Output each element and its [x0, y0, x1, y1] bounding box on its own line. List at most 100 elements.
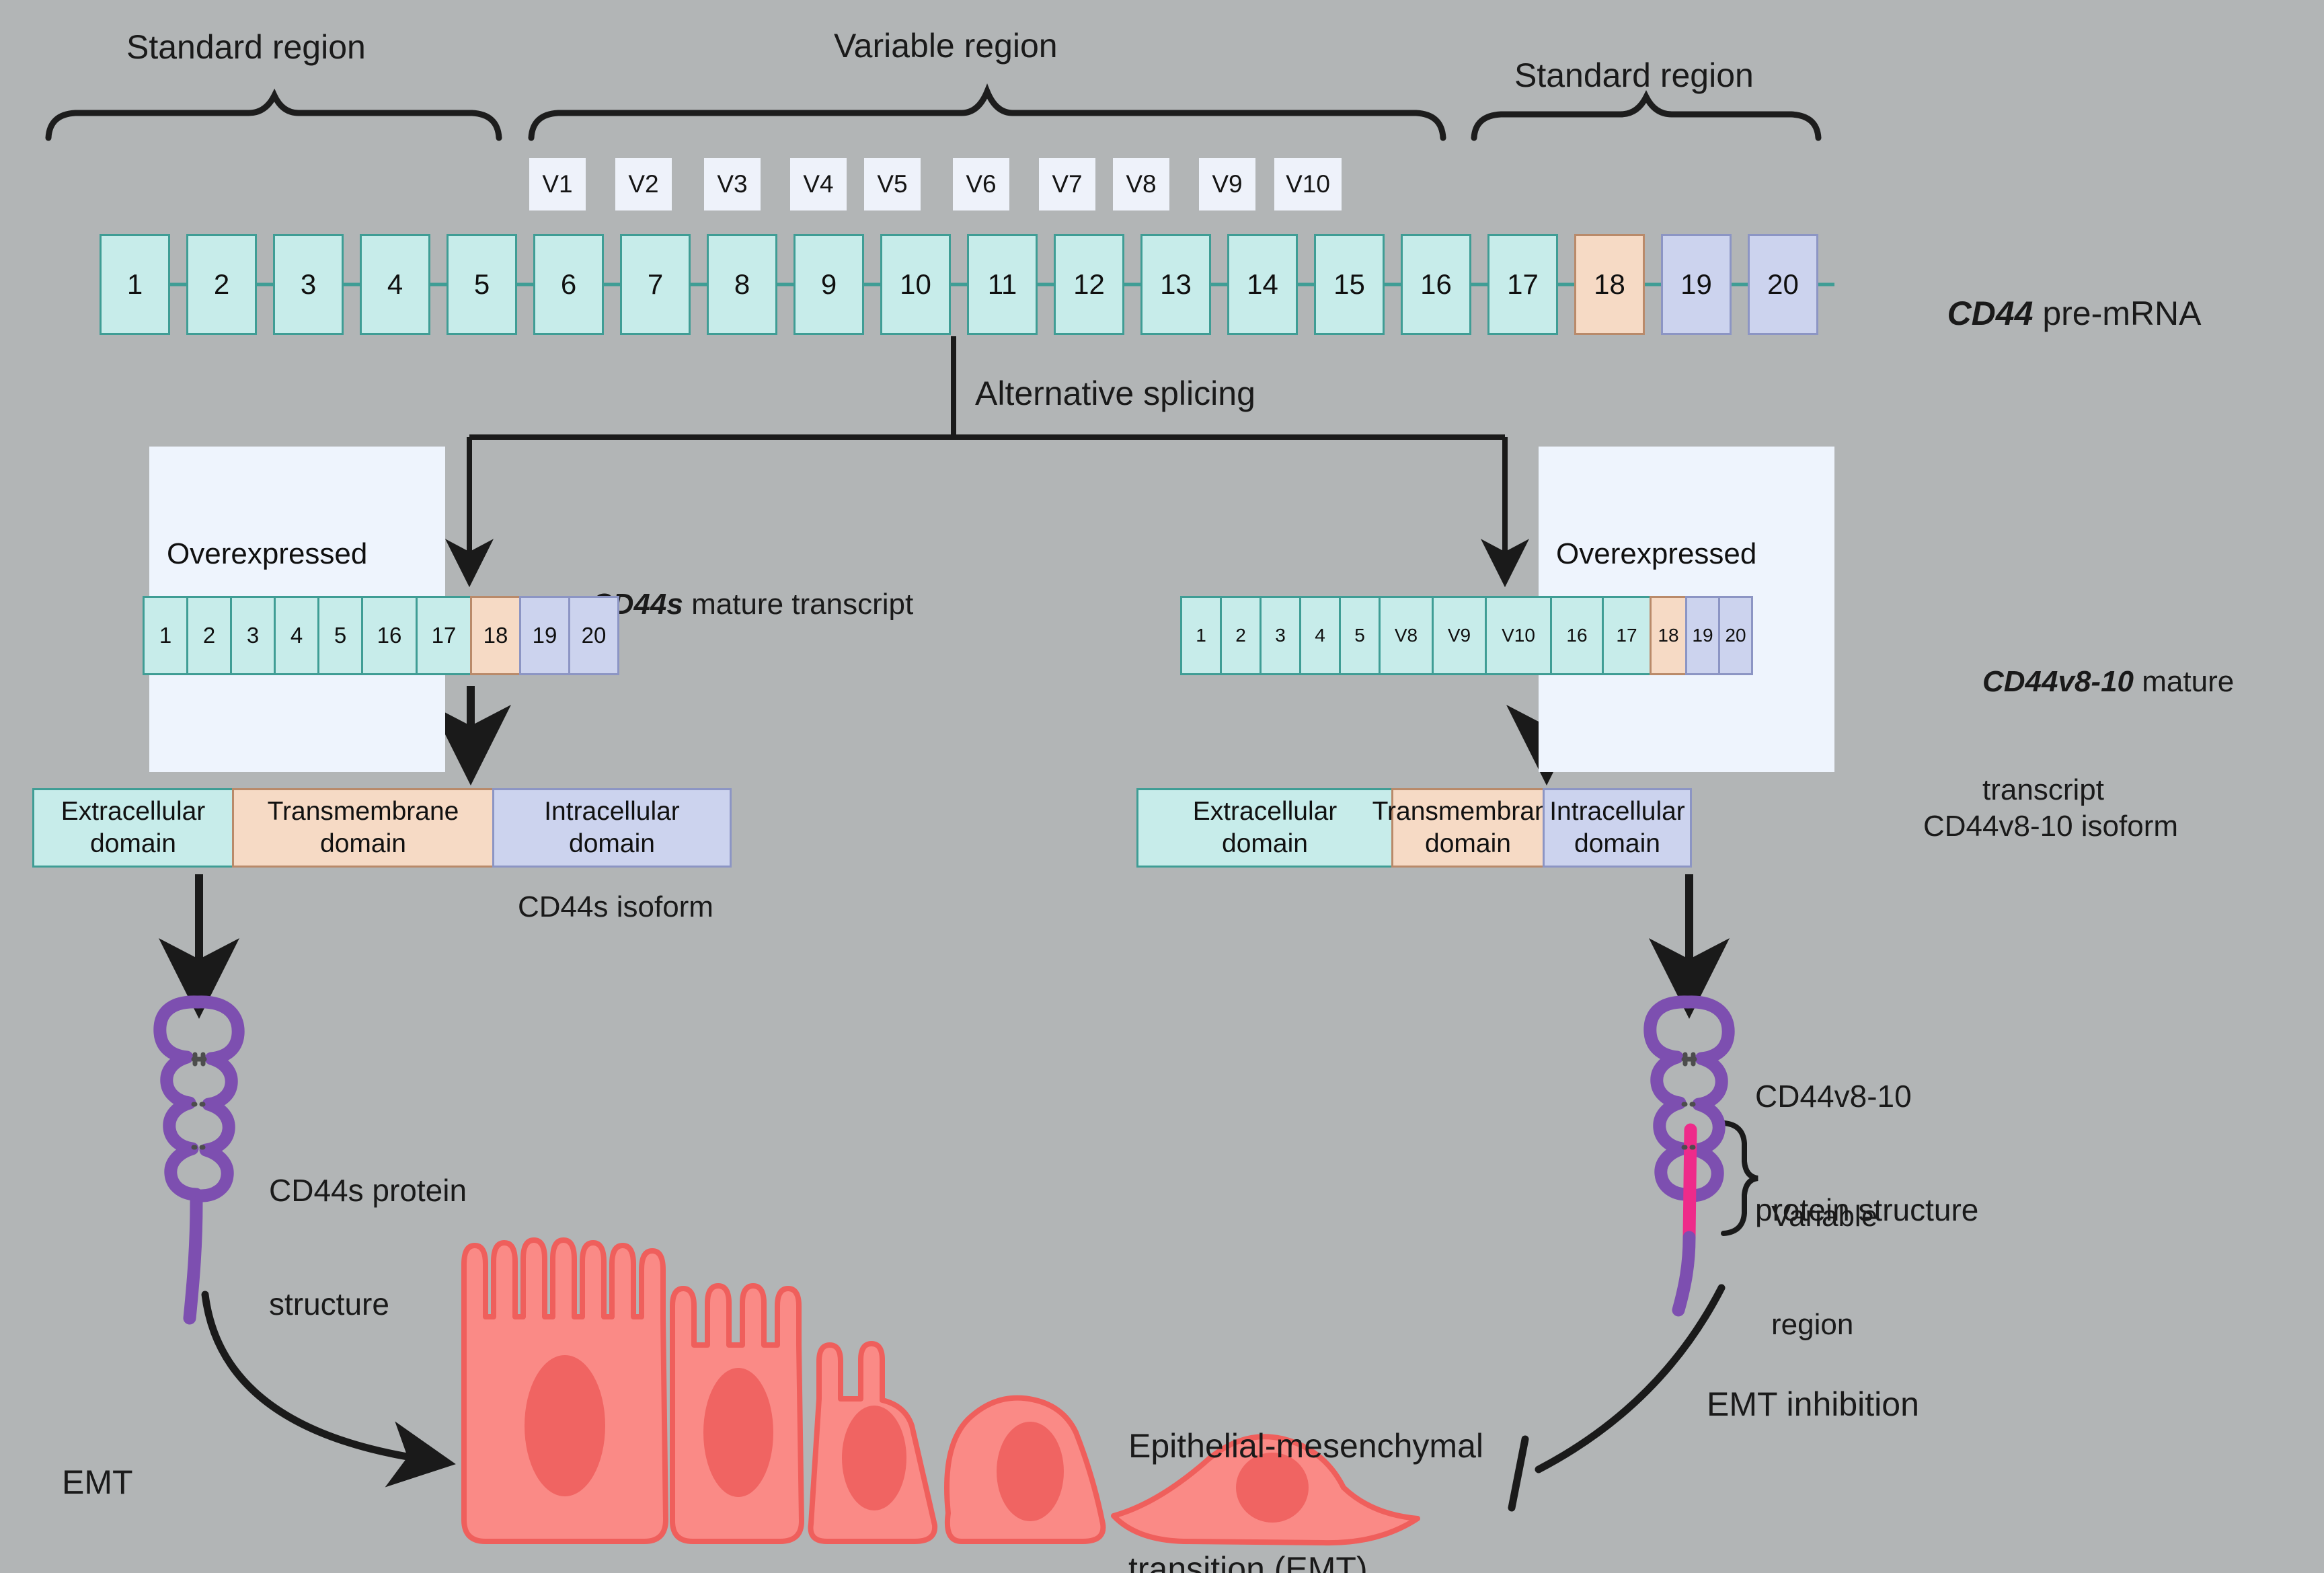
cd44v-exon-4: 4 — [1299, 596, 1341, 675]
cd44v-exon-1: 1 — [1180, 596, 1222, 675]
cd44v-exon-2: 2 — [1220, 596, 1262, 675]
emt-upregulation-line1: EMT — [62, 1463, 133, 1501]
arrow-emt-inhibition — [1508, 1284, 1726, 1512]
pre-mrna-exon-11: 11 — [967, 234, 1038, 335]
pre-mrna-exon-1: 1 — [100, 234, 170, 335]
cd44v-variable-region-segment — [1682, 1123, 1697, 1244]
cd44v-domain-intracellular-line1: Intracellular — [1549, 797, 1685, 827]
cd44v-domain-intracellular-line2: domain — [1574, 829, 1660, 858]
cd44v-transcript-label: CD44v8-10 mature transcript — [1982, 592, 2234, 880]
cd44v-exon-19: 19 — [1685, 596, 1720, 675]
cd44v-domain-extracellular-line1: Extracellular — [1192, 797, 1338, 827]
cd44s-exon-5: 5 — [317, 596, 363, 675]
cd44s-domain-extracellular-line2: domain — [90, 829, 176, 858]
cd44v-protein-label-line1: CD44v8-10 — [1755, 1079, 1912, 1114]
bracket-label-standard-right: Standard region — [1514, 56, 1754, 94]
cd44s-domain-transmembrane-line1: Transmembrane — [267, 797, 459, 827]
emt-cell-3 — [808, 1341, 938, 1544]
bracket-label-variable: Variable region — [834, 27, 1058, 65]
cd44s-disulfide-marks — [191, 1052, 207, 1150]
cd44s-domain-intracellular-line2: domain — [569, 829, 655, 858]
cd44s-isoform-label: CD44s isoform — [518, 890, 713, 923]
cd44v-exon-17: 17 — [1602, 596, 1652, 675]
cd44s-exon-18: 18 — [470, 596, 521, 675]
cd44v-exon-18: 18 — [1650, 596, 1687, 675]
variable-exon-v3: V3 — [704, 158, 761, 210]
variable-exon-v9: V9 — [1199, 158, 1255, 210]
pre-mrna-exon-6: 6 — [533, 234, 604, 335]
cd44v-protein-label: CD44v8-10 protein structure — [1755, 1002, 1978, 1304]
cd44s-exon-2: 2 — [186, 596, 232, 675]
cd44s-exon-1: 1 — [143, 596, 188, 675]
cd44s-protein-structure — [153, 995, 245, 1325]
cd44s-exon-20: 20 — [568, 596, 619, 675]
variable-region-callout-line2: region — [1771, 1308, 1854, 1342]
pre-mrna-exon-13: 13 — [1140, 234, 1211, 335]
bracket-variable — [528, 83, 1446, 141]
pre-mrna-exon-7: 7 — [620, 234, 691, 335]
cd44s-exon-4: 4 — [274, 596, 319, 675]
bracket-standard-right — [1471, 89, 1822, 141]
emt-cell-2 — [670, 1283, 804, 1544]
variable-exon-v2: V2 — [615, 158, 672, 210]
cd44v-disulfide-marks — [1681, 1052, 1697, 1150]
cd44v-domain-extracellular-line2: domain — [1222, 829, 1308, 858]
pre-mrna-exon-12: 12 — [1054, 234, 1124, 335]
cd44s-exon-17: 17 — [416, 596, 472, 675]
pre-mrna-exon-5: 5 — [447, 234, 517, 335]
cd44v-exon-5: 5 — [1339, 596, 1381, 675]
bracket-label-standard-left: Standard region — [126, 28, 366, 66]
pre-mrna-exon-3: 3 — [273, 234, 344, 335]
cd44s-protein-label-line2: structure — [269, 1286, 389, 1321]
cd44v-exon-20: 20 — [1718, 596, 1753, 675]
emt-inhibition-label: EMT inhibition — [1707, 1385, 1919, 1423]
cd44v-exon-v10: V10 — [1485, 596, 1552, 675]
bracket-standard-left — [45, 88, 502, 141]
cd44v-domain-transmembrane-line1: Transmembrane — [1372, 797, 1564, 827]
cd44s-domain-extracellular-line1: Extracellular — [61, 797, 206, 827]
pre-mrna-exon-4: 4 — [360, 234, 430, 335]
cd44v-tail — [1672, 1231, 1696, 1317]
cd44v-isoform-label: CD44v8-10 isoform — [1923, 810, 2179, 843]
variable-exon-v5: V5 — [864, 158, 921, 210]
cd44s-protein-label-line1: CD44s protein — [269, 1173, 467, 1208]
regulator-esrp-line1: Overexpressed — [1556, 537, 1757, 570]
variable-exon-v4: V4 — [790, 158, 847, 210]
cd44s-domain-transmembrane-line2: domain — [320, 829, 406, 858]
regulator-hnrnpm-line1: Overexpressed — [167, 537, 368, 570]
variable-exon-v10: V10 — [1274, 158, 1342, 210]
cd44v-exon-3: 3 — [1260, 596, 1301, 675]
pre-mrna-exon-15: 15 — [1314, 234, 1385, 335]
variable-region-callout-line1: Variable — [1771, 1200, 1878, 1233]
cd44s-exon-3: 3 — [230, 596, 276, 675]
emt-cell-1 — [461, 1237, 668, 1544]
cd44v-protein-structure — [1643, 995, 1735, 1202]
brace-variable-region — [1721, 1120, 1758, 1236]
cd44s-protein-label: CD44s protein structure — [269, 1096, 467, 1398]
cd44v-domain-transmembrane-line2: domain — [1425, 829, 1511, 858]
pre-mrna-exon-8: 8 — [707, 234, 777, 335]
cd44v-transcript-label-line2: transcript — [1982, 773, 2104, 807]
pre-mrna-exon-14: 14 — [1227, 234, 1298, 335]
cd44v-exon-16: 16 — [1550, 596, 1604, 675]
alternative-splicing-label: Alternative splicing — [975, 375, 1255, 412]
emt-transition-line2: transition (EMT) — [1128, 1550, 1368, 1573]
variable-exon-v8: V8 — [1113, 158, 1169, 210]
cd44v-exon-v8: V8 — [1379, 596, 1434, 675]
pre-mrna-label: CD44 pre-mRNA — [1947, 295, 2202, 332]
pre-mrna-exon-20: 20 — [1748, 234, 1818, 335]
pre-mrna-exon-17: 17 — [1487, 234, 1558, 335]
pre-mrna-exon-10: 10 — [880, 234, 951, 335]
cd44s-domain-intracellular-line1: Intracellular — [544, 797, 680, 827]
